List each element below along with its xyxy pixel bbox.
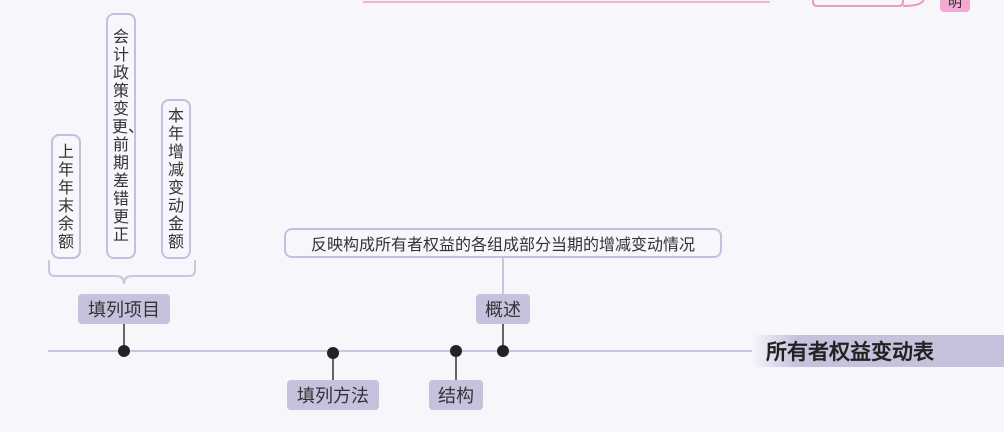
dot-items (118, 345, 130, 357)
item-child-3-label: 本年增减变动金额 (167, 106, 184, 251)
item-child-3[interactable]: 本年增减变动金额 (161, 99, 191, 259)
branch-overview[interactable]: 概述 (476, 294, 530, 324)
item-child-1-label: 上年年末余额 (57, 141, 74, 251)
top-partial-label: 明 (948, 0, 962, 11)
branch-structure[interactable]: 结构 (429, 380, 483, 410)
branch-method[interactable]: 填列方法 (287, 380, 379, 410)
root-title[interactable]: 所有者权益变动表 (752, 335, 1004, 367)
dot-method (327, 347, 339, 359)
branch-items-label: 填列项目 (88, 300, 160, 321)
top-pink-box-edge (812, 0, 904, 7)
dot-overview (497, 345, 509, 357)
top-partial-tag: 明 (940, 0, 970, 12)
branch-method-label: 填列方法 (297, 386, 369, 407)
overview-child-label: 反映构成所有者权益的各组成部分当期的增减变动情况 (310, 235, 695, 254)
branch-structure-label: 结构 (438, 386, 474, 407)
item-child-2[interactable]: 会计政策变更、前期差错更正 (106, 13, 145, 259)
items-bracket (48, 260, 196, 285)
branch-items[interactable]: 填列项目 (78, 294, 170, 324)
item-child-1[interactable]: 上年年末余额 (51, 134, 81, 259)
dot-structure (450, 345, 462, 357)
top-pink-connector (902, 0, 925, 7)
item-child-2-label: 会计政策变更、前期差错更正 (112, 27, 145, 244)
branch-overview-label: 概述 (485, 300, 521, 321)
overview-child[interactable]: 反映构成所有者权益的各组成部分当期的增减变动情况 (284, 228, 722, 258)
root-title-label: 所有者权益变动表 (766, 340, 934, 364)
